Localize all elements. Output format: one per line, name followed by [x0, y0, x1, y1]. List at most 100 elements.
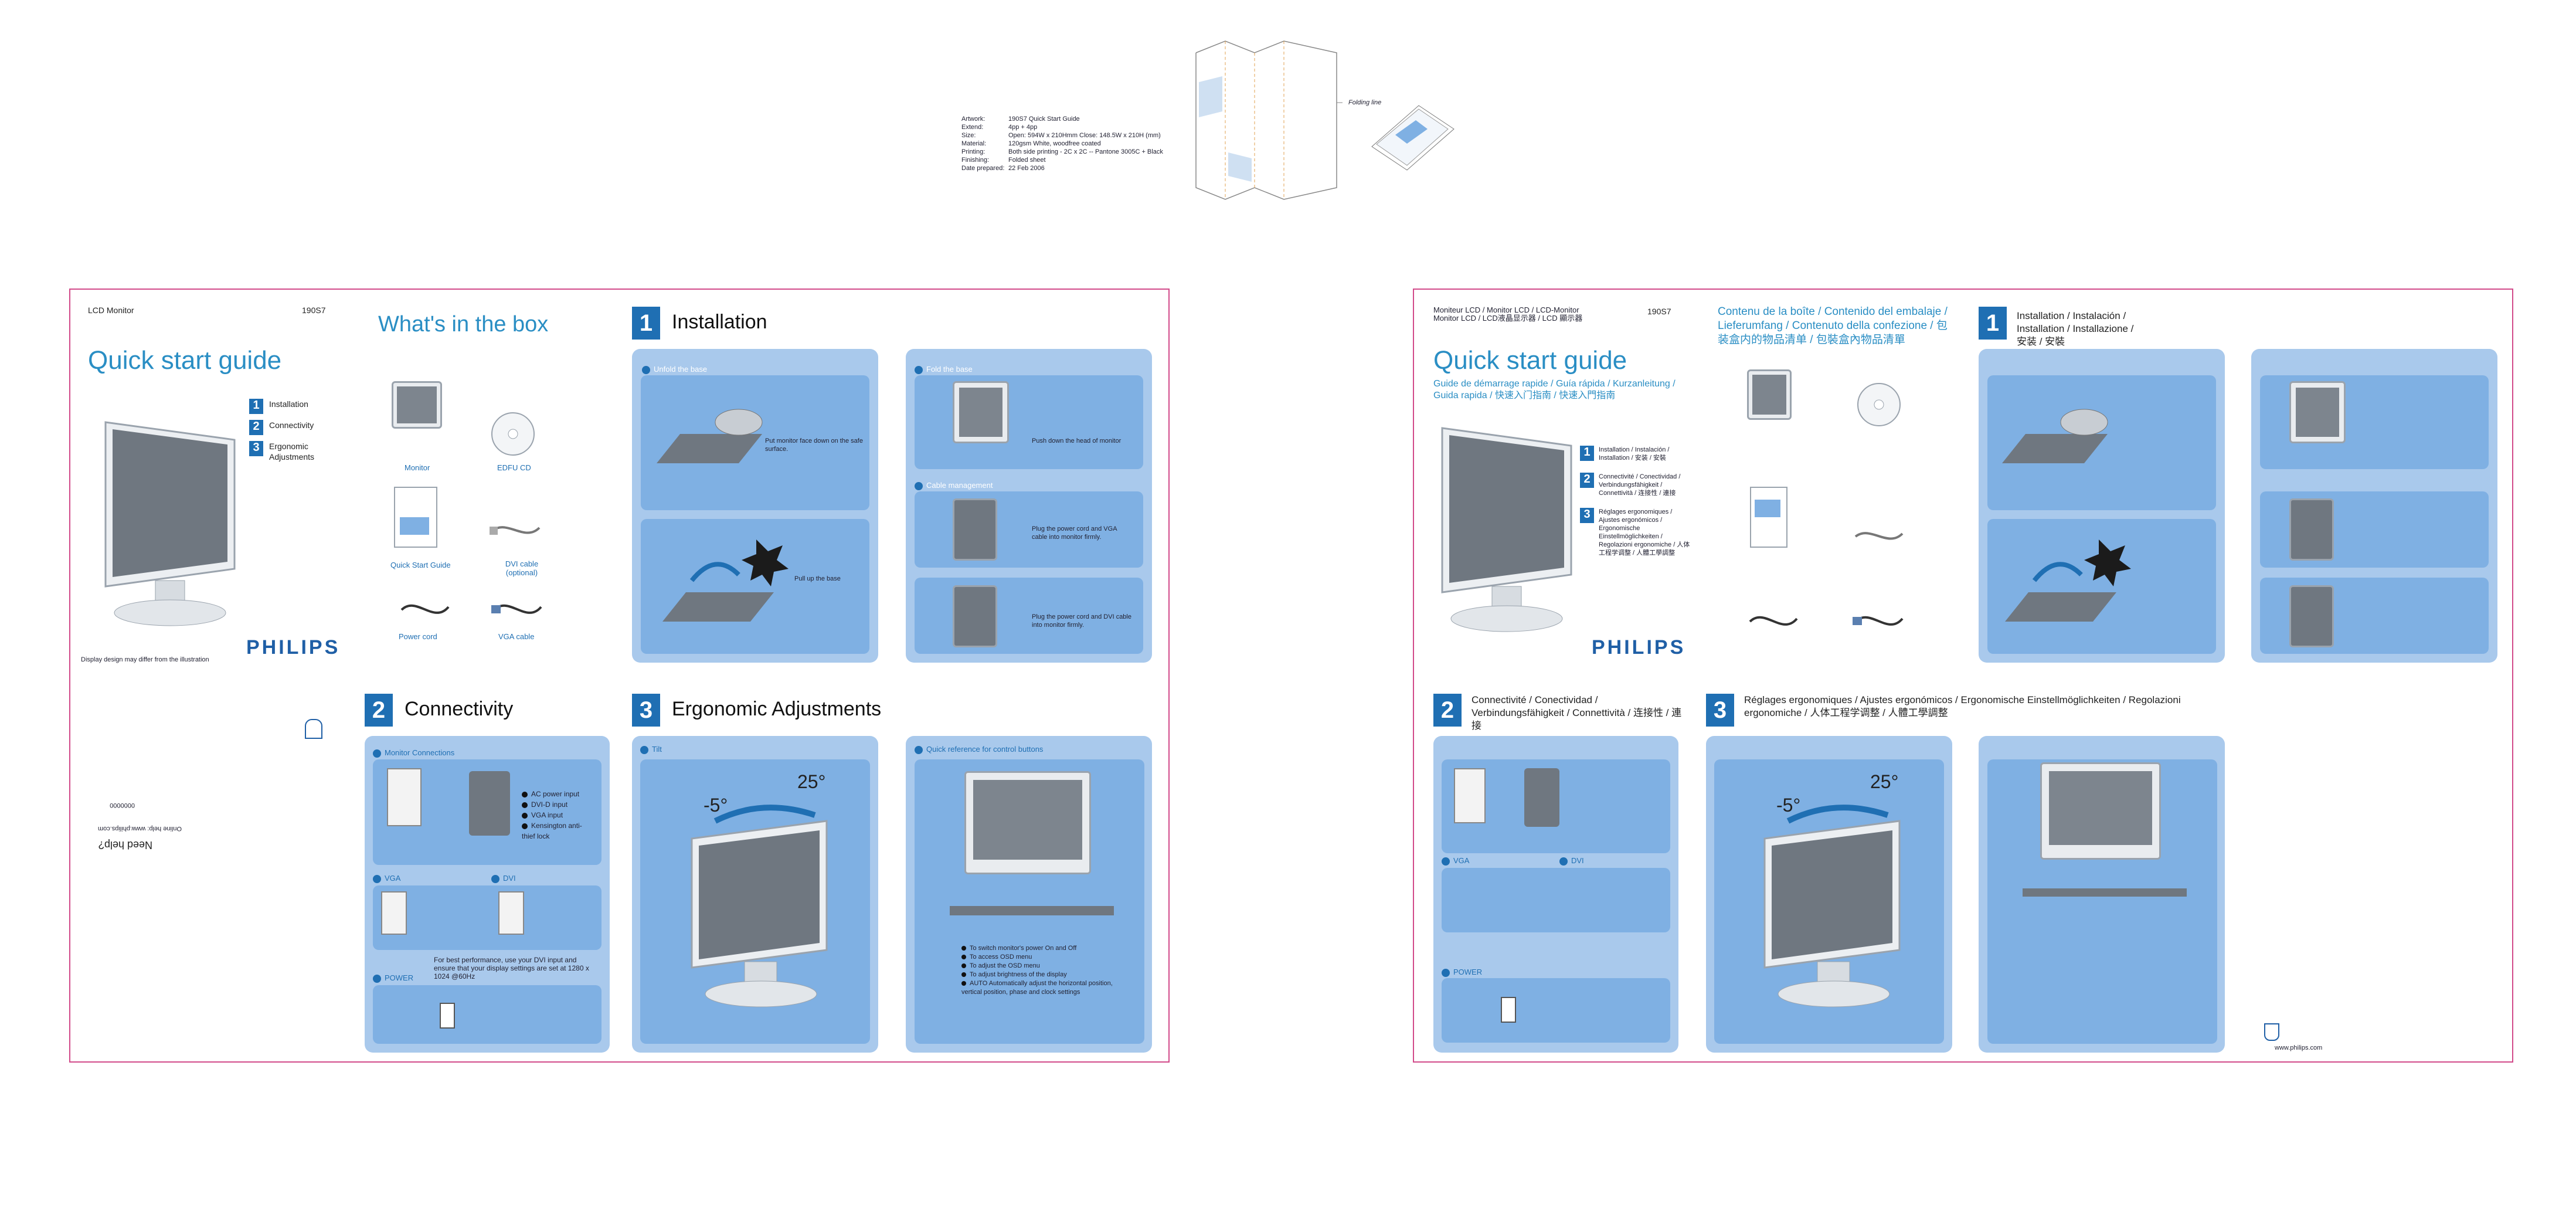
- vga-cable-icon: [491, 604, 542, 614]
- power-cord-icon: [400, 604, 450, 614]
- monitor-facedown-illustration: [2002, 409, 2108, 463]
- pc-tower-icon: [498, 891, 524, 935]
- crop-line: [1413, 289, 2512, 290]
- section-number: 1: [632, 307, 660, 340]
- conn-step-bc: [373, 885, 601, 950]
- step-label: POWER: [373, 973, 413, 983]
- header-model: 190S7: [302, 306, 326, 315]
- footer-url: www.philips.com: [2275, 1044, 2323, 1051]
- monitor-back-icon: [2289, 585, 2334, 647]
- page-title: Quick start guide: [1433, 346, 1627, 375]
- toc-label: Ergonomic Adjustments: [269, 442, 315, 462]
- guide-booklet-icon: [1750, 487, 1787, 548]
- front-monitor-illustration: [964, 771, 1091, 874]
- toc-label: Réglages ergonomiques / Ajustes ergonómi…: [1599, 508, 1690, 557]
- power-outlet-icon: [1501, 997, 1516, 1023]
- front-monitor-illustration: [2040, 762, 2161, 860]
- monitor-back-icon: [469, 771, 510, 836]
- toc-item[interactable]: 2 Connectivity: [249, 420, 355, 435]
- conn-step-d: [373, 985, 601, 1044]
- connections-list: AC power input DVI-D input VGA input Ken…: [522, 789, 586, 841]
- toc-item[interactable]: 1 Installation: [249, 399, 355, 414]
- cd-icon: [1857, 383, 1901, 426]
- step-text: Put monitor face down on the safe surfac…: [765, 437, 863, 453]
- pull-base-illustration: [662, 539, 789, 622]
- toc-item[interactable]: 3 Ergonomic Adjustments: [249, 441, 355, 462]
- monitor-back-icon: [2289, 498, 2334, 561]
- crop-line: [69, 289, 70, 1063]
- step-text: Push down the head of monitor: [1032, 437, 1122, 444]
- toc-item[interactable]: 2 Connectivité / Conectividad / Verbindu…: [1580, 473, 1691, 497]
- step-label: DVI: [491, 874, 516, 883]
- spec-row: Artwork:190S7 Quick Start Guide: [961, 116, 1080, 123]
- toc-item[interactable]: 3 Réglages ergonomiques / Ajustes ergonó…: [1580, 508, 1691, 557]
- monitor-illustration: [1441, 427, 1572, 632]
- box-item-label: Monitor: [405, 463, 430, 472]
- crop-line: [1168, 289, 1170, 1063]
- spec-row: Finishing:Folded sheet: [961, 157, 1046, 164]
- vga-cable-icon: [1853, 616, 1904, 626]
- tilt-neg-label: -5°: [1776, 795, 1801, 816]
- tilt-monitor-illustration: [691, 805, 828, 1007]
- box-title: What's in the box: [378, 312, 549, 337]
- tilt-monitor-illustration: [1763, 805, 1901, 1007]
- section-title: Réglages ergonomiques / Ajustes ergonómi…: [1744, 694, 2181, 718]
- spec-row: Material:120gsm White, woodfree coated: [961, 140, 1101, 147]
- connectivity-note: For best performance, use your DVI input…: [434, 956, 589, 980]
- pull-base-illustration: [2005, 539, 2131, 622]
- toc-num: 3: [1580, 508, 1594, 523]
- step-label: DVI: [1559, 856, 1584, 866]
- fold-diagram: [1195, 40, 1343, 200]
- header-model: 190S7: [1647, 307, 1671, 316]
- step-text: Plug the power cord and VGA cable into m…: [1032, 525, 1117, 541]
- monitor-icon: [953, 381, 1009, 443]
- pc-tower-icon: [381, 891, 407, 935]
- install-step-a2: [1987, 519, 2216, 654]
- box-monitor-icon: [1747, 369, 1792, 420]
- monitor-back-icon: [953, 498, 997, 561]
- toc-num: 1: [249, 399, 263, 414]
- connection-item: VGA input: [522, 810, 586, 820]
- toc-item[interactable]: 1 Installation / Instalación / Installat…: [1580, 446, 1691, 462]
- section-title: Connectivité / Conectividad / Verbindung…: [1471, 694, 1682, 731]
- guide-booklet-icon: [394, 487, 437, 548]
- monitor-icon: [2289, 381, 2346, 443]
- section-title: Installation / Instalación / Installatio…: [2017, 310, 2134, 347]
- dvi-cable-icon: [1854, 532, 1904, 540]
- header-product: LCD Monitor: [88, 306, 134, 315]
- dvi-cable-icon: [490, 526, 541, 535]
- control-button-item: To adjust the OSD menu: [961, 962, 1131, 971]
- box-title: Contenu de la boîte / Contenido del emba…: [1718, 306, 1948, 346]
- box-item-label: Quick Start Guide: [390, 561, 451, 569]
- toc-num: 2: [249, 420, 263, 435]
- page-subtitle: Guide de démarrage rapide / Guía rápida …: [1433, 379, 1676, 401]
- toc-label: Installation: [269, 399, 308, 409]
- toc-num: 2: [1580, 473, 1594, 488]
- section-number: 2: [1433, 694, 1462, 727]
- section-number: 1: [1979, 307, 2007, 340]
- back-code: 0000000: [110, 802, 135, 809]
- box-item-label: EDFU CD: [497, 463, 531, 472]
- step-label: Tilt: [640, 745, 662, 754]
- folded-leaflet-illustration: [1371, 105, 1454, 171]
- page-title: Quick start guide: [88, 346, 282, 375]
- monitor-back-icon: [953, 585, 997, 647]
- toc-label: Connectivité / Conectividad / Verbindung…: [1599, 473, 1681, 497]
- control-button-bar: [2023, 888, 2187, 897]
- spec-row: Date prepared:22 Feb 2006: [961, 165, 1045, 172]
- section-number: 3: [1706, 694, 1734, 727]
- control-button-item: To adjust brightness of the display: [961, 971, 1131, 979]
- tilt-pos-label: 25°: [797, 771, 826, 792]
- control-button-item: To switch monitor's power On and Off: [961, 944, 1131, 953]
- pc-tower-icon: [387, 768, 422, 826]
- box-monitor-icon: [392, 381, 442, 429]
- step-label: VGA: [373, 874, 400, 883]
- toc-num: 3: [249, 441, 263, 456]
- control-button-bar: [950, 906, 1114, 915]
- monitor-facedown-illustration: [657, 409, 763, 463]
- step-text: Plug the power cord and DVI cable into m…: [1032, 613, 1131, 629]
- toc: 1 Installation / Instalación / Installat…: [1580, 446, 1691, 557]
- step-label: VGA: [1442, 856, 1469, 866]
- back-page: Need help? Online help: www.philips.com …: [82, 674, 328, 885]
- connection-item: Kensington anti-thief lock: [522, 822, 582, 840]
